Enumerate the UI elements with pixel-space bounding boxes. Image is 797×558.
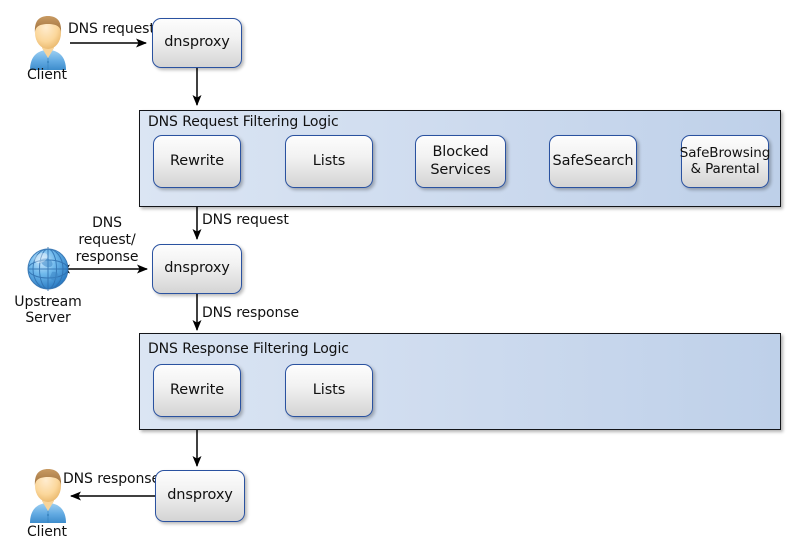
- edge-label-dns-request-top: DNS request: [68, 21, 155, 37]
- stage-lists-response[interactable]: Lists: [285, 364, 373, 417]
- dnsproxy-middle-label: dnsproxy: [164, 260, 230, 277]
- edge-label-upstream-line3: response: [75, 249, 139, 265]
- stage-blocked-services[interactable]: Blocked Services: [415, 135, 506, 188]
- edge-label-dns-response-bottom: DNS response: [63, 471, 160, 487]
- stage-rewrite-request-label: Rewrite: [169, 152, 225, 169]
- stage-safesearch-label: SafeSearch: [552, 152, 634, 169]
- stage-rewrite-response-label: Rewrite: [169, 381, 225, 398]
- dnsproxy-box-top[interactable]: dnsproxy: [152, 18, 242, 68]
- stage-safebrowsing-parental[interactable]: SafeBrowsing & Parental: [679, 135, 771, 188]
- dnsproxy-bottom-label: dnsproxy: [167, 487, 233, 504]
- stage-lists-response-label: Lists: [312, 381, 346, 398]
- upstream-server-label-line1: Upstream: [14, 294, 82, 310]
- upstream-server-label-line2: Server: [25, 310, 71, 326]
- globe-icon: [22, 243, 74, 295]
- stage-lists-request[interactable]: Lists: [285, 135, 373, 188]
- client-top-label: Client: [27, 67, 67, 83]
- edge-label-upstream-line1: DNS: [92, 215, 122, 231]
- edge-label-dns-response-middle: DNS response: [202, 305, 299, 321]
- stage-rewrite-response[interactable]: Rewrite: [153, 364, 241, 417]
- dns-request-filtering-title: DNS Request Filtering Logic: [148, 114, 339, 130]
- stage-lists-request-label: Lists: [312, 152, 346, 169]
- dns-response-filtering-title: DNS Response Filtering Logic: [148, 341, 349, 357]
- dns-response-filtering-container: [139, 333, 781, 430]
- dnsproxy-top-label: dnsproxy: [164, 34, 230, 51]
- edge-label-dns-request-middle: DNS request: [202, 212, 289, 228]
- user-icon: [20, 467, 76, 525]
- stage-safesearch[interactable]: SafeSearch: [549, 135, 637, 188]
- stage-blocked-services-label-line1: Blocked: [432, 144, 489, 161]
- client-bottom-label: Client: [27, 524, 67, 540]
- dnsproxy-box-middle[interactable]: dnsproxy: [152, 244, 242, 294]
- stage-rewrite-request[interactable]: Rewrite: [153, 135, 241, 188]
- user-icon: [20, 14, 76, 72]
- stage-blocked-services-label-line2: Services: [430, 161, 491, 178]
- dnsproxy-box-bottom[interactable]: dnsproxy: [155, 470, 245, 522]
- stage-safebrowsing-label-line2: & Parental: [690, 160, 760, 177]
- stage-safebrowsing-label-line1: SafeBrowsing: [679, 144, 771, 161]
- edge-label-upstream-line2: request/: [78, 232, 136, 248]
